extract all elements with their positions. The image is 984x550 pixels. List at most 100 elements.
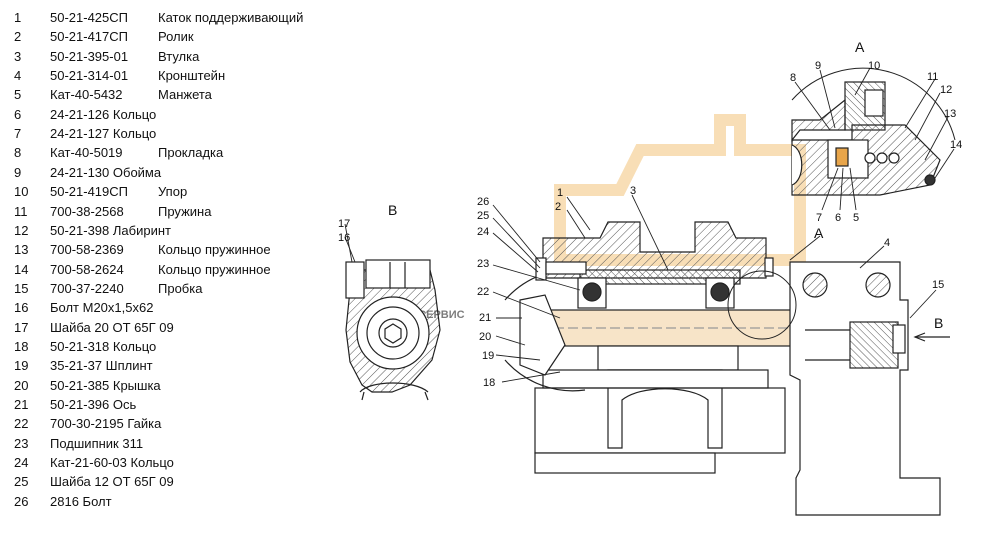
- part-number: 2: [14, 29, 22, 45]
- part-number: 1: [14, 10, 22, 25]
- leader-lines: [344, 67, 955, 383]
- part-number: 24: [14, 455, 29, 471]
- part-description: 24-21-126 Кольцо: [50, 106, 157, 122]
- part-number: 14: [14, 261, 29, 277]
- part-number: 25: [14, 474, 29, 490]
- part-description: 50-21-396 Ось: [50, 397, 137, 412]
- view-b-arrow: [913, 332, 950, 342]
- part-code: 50-21-419СП: [50, 184, 128, 200]
- part-code: Кат-40-5019: [50, 145, 123, 161]
- part-number: 9: [14, 164, 22, 180]
- view-a-label: А: [855, 39, 865, 55]
- part-number: 16: [14, 300, 29, 316]
- detail-circle-a: [727, 270, 797, 340]
- part-number: 13: [14, 242, 29, 258]
- parts-list: 1 50-21-425СП Каток поддерживающий 2 50-21-4…: [0, 0, 340, 520]
- part-number: 17: [14, 319, 29, 335]
- part-number: 22: [14, 416, 29, 432]
- part-code: 50-21-425СП: [50, 10, 128, 25]
- part-number: 18: [14, 338, 29, 354]
- part-description: Шайба 12 ОТ 65Г 09: [50, 474, 174, 490]
- part-number: 11: [14, 203, 28, 219]
- callout-14: 14: [950, 139, 962, 151]
- callout-3: 3: [630, 185, 636, 197]
- part-code: 50-21-395-01: [50, 48, 129, 64]
- arrow-b-label: В: [934, 315, 943, 331]
- part-number: 6: [14, 106, 22, 122]
- part-number: 12: [14, 222, 29, 238]
- part-name: Пробка: [158, 280, 203, 296]
- callout-19: 19: [482, 350, 494, 362]
- part-name: Кольцо пружинное: [158, 261, 271, 277]
- part-description: Подшипник 311: [50, 435, 144, 451]
- part-number: 3: [14, 48, 22, 64]
- part-name: Каток поддерживающий: [158, 10, 304, 25]
- part-description: 50-21-398 Лабиринт: [50, 222, 171, 238]
- part-number: 20: [14, 377, 29, 393]
- part-number: 26: [14, 493, 29, 509]
- callout-12: 12: [940, 84, 952, 96]
- callout-13: 13: [944, 108, 956, 120]
- part-number: 23: [14, 435, 29, 451]
- part-description: Шайба 20 ОТ 65Г 09: [50, 319, 174, 335]
- part-description: 35-21-37 Шплинт: [50, 358, 153, 374]
- callout-6: 6: [835, 212, 841, 224]
- callout-26: 26: [477, 196, 489, 208]
- callout-7: 7: [816, 212, 822, 224]
- part-code: 700-58-2624: [50, 261, 124, 277]
- part-description: 700-30-2195 Гайка: [50, 416, 162, 432]
- part-description: 2816 Болт: [50, 493, 112, 509]
- part-description: Болт М20х1,5х62: [50, 300, 154, 316]
- callout-2: 2: [555, 201, 561, 213]
- part-code: 700-38-2568: [50, 203, 124, 219]
- part-name: Пружина: [158, 203, 212, 219]
- part-name: Манжета: [158, 87, 212, 103]
- callout-21: 21: [479, 312, 491, 324]
- callout-25: 25: [477, 210, 489, 222]
- part-number: 8: [14, 145, 22, 161]
- callout-10: 10: [868, 60, 880, 72]
- section-a-detail: [791, 67, 956, 196]
- view-b-label: В: [388, 202, 397, 218]
- callout-8: 8: [790, 72, 796, 84]
- part-description: Кат-21-60-03 Кольцо: [50, 455, 174, 471]
- callout-23: 23: [477, 258, 489, 270]
- part-code: Кат-40-5432: [50, 87, 123, 103]
- part-description: 24-21-127 Кольцо: [50, 126, 157, 142]
- part-code: 700-58-2369: [50, 242, 124, 258]
- part-code: 700-37-2240: [50, 280, 124, 296]
- part-number: 5: [14, 87, 22, 103]
- callout-24: 24: [477, 226, 489, 238]
- callout-15: 15: [932, 279, 944, 291]
- part-code: 50-21-314-01: [50, 68, 129, 84]
- part-name: Упор: [158, 184, 188, 200]
- callout-1: 1: [557, 187, 563, 199]
- part-name: Кронштейн: [158, 68, 226, 84]
- part-name: Прокладка: [158, 145, 224, 161]
- part-number: 10: [14, 184, 29, 200]
- part-number: 7: [14, 126, 22, 142]
- view-b: [345, 259, 441, 401]
- part-name: Кольцо пружинное: [158, 242, 271, 258]
- callout-5: 5: [853, 212, 859, 224]
- callout-11: 11: [927, 71, 938, 83]
- callout-16: 16: [338, 232, 350, 244]
- part-number: 15: [14, 280, 29, 296]
- callout-9: 9: [815, 60, 821, 72]
- part-code: 50-21-417СП: [50, 29, 128, 45]
- part-name: Ролик: [158, 29, 194, 45]
- part-description: 50-21-385 Крышка: [50, 377, 161, 393]
- part-number: 19: [14, 358, 29, 374]
- part-description: 50-21-318 Кольцо: [50, 338, 157, 354]
- part-number: 21: [14, 397, 29, 412]
- callout-17: 17: [338, 218, 350, 230]
- callout-22: 22: [477, 286, 489, 298]
- part-description: 24-21-130 Обойма: [50, 164, 162, 180]
- part-number: 4: [14, 68, 22, 84]
- callout-4: 4: [884, 237, 890, 249]
- bracket: [789, 261, 941, 516]
- part-name: Втулка: [158, 48, 200, 64]
- callout-20: 20: [479, 331, 491, 343]
- callout-18: 18: [483, 377, 495, 389]
